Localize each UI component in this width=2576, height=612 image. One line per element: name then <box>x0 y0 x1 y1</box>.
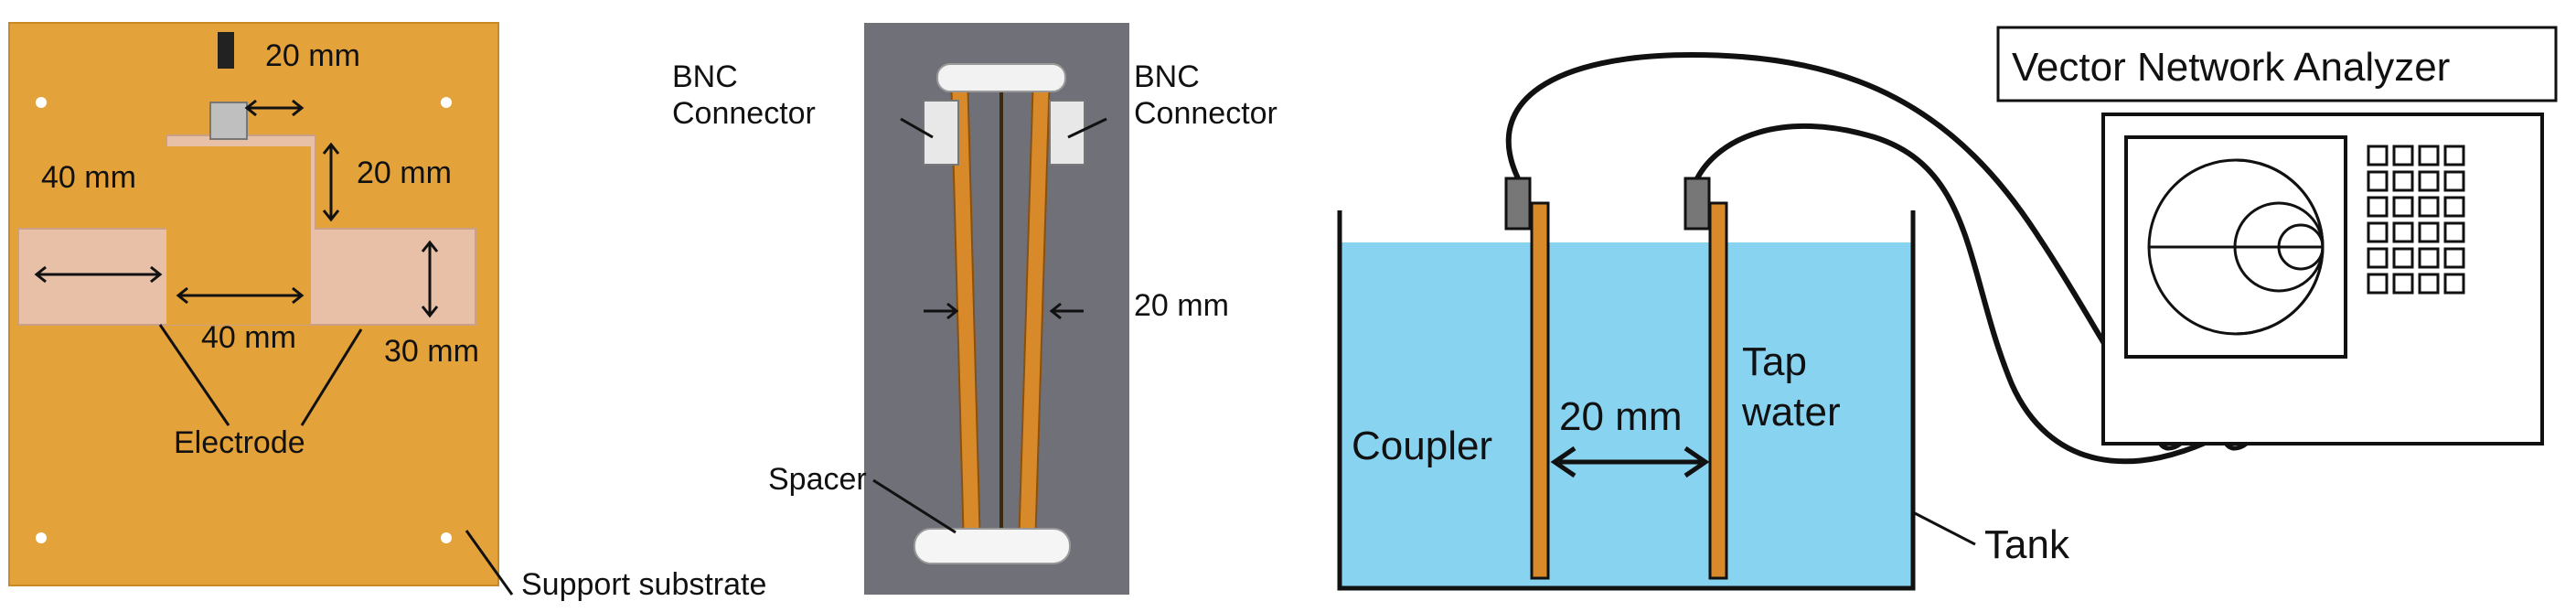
electrode-gap-center <box>166 146 311 325</box>
vna-label: Vector Network Analyzer <box>2012 45 2450 90</box>
tap-water-line2: water <box>1741 390 1841 435</box>
photo-background <box>864 23 1129 595</box>
connector-left <box>1504 177 1532 231</box>
coupler-gap-label: 20 mm <box>1134 288 1229 323</box>
vna-label-box <box>1996 26 2558 102</box>
bnc-left-line1: BNC <box>672 59 738 94</box>
coupler-arrows <box>872 117 1107 534</box>
tap-water-line1: Tap <box>1742 339 1807 384</box>
tank-label: Tank <box>1984 522 2070 567</box>
dim-notch-depth-label: 20 mm <box>357 156 452 190</box>
top-spacer <box>936 63 1066 92</box>
mount-hole <box>441 532 452 543</box>
bottom-spacer <box>914 528 1071 564</box>
bnc-connector-right <box>1049 100 1085 166</box>
panel-measurement-schematic: Vector Network Analyzer Coupler 20 mm Ta… <box>1337 26 2558 591</box>
connector-right <box>1683 177 1711 231</box>
gap-arrow <box>1550 446 1710 478</box>
dimension-arrows <box>34 99 514 596</box>
dim-left-width-label: 40 mm <box>41 160 136 195</box>
mount-hole <box>441 97 452 108</box>
mount-hole <box>36 97 47 108</box>
smith-chart-icon <box>2147 158 2325 336</box>
panel-electrode-photo: 20 mm 20 mm 40 mm 40 mm 30 mm Electrode … <box>8 22 766 602</box>
coupler-electrode-left <box>1530 201 1550 580</box>
dim-height-label: 30 mm <box>384 334 479 369</box>
coupler-label: Coupler <box>1352 424 1492 468</box>
coax-cables <box>1505 51 2233 465</box>
coupler-electrode-right <box>1708 201 1728 580</box>
tap-water <box>1340 242 1913 588</box>
top-connector-stub <box>218 32 234 69</box>
bnc-connector-left <box>923 100 959 166</box>
keypad-icon <box>2367 145 2465 295</box>
tank-leader <box>1912 510 1976 546</box>
dim-center-width-label: 40 mm <box>201 320 296 355</box>
gap-label: 20 mm <box>1559 394 1682 439</box>
spacer-label: Spacer <box>768 462 867 497</box>
bnc-left-line2: Connector <box>672 96 816 131</box>
dim-top-width-label: 20 mm <box>265 38 360 73</box>
bnc-right-line2: Connector <box>1134 96 1277 131</box>
electrode-label: Electrode <box>174 425 305 460</box>
mount-hole <box>36 532 47 543</box>
support-substrate-label: Support substrate <box>521 567 766 602</box>
panel-coupler-photo: BNC Connector BNC Connector 20 mm Spacer <box>672 23 1277 595</box>
bnc-right-line1: BNC <box>1134 59 1200 94</box>
top-connector <box>209 102 248 140</box>
tank-outline <box>1337 210 1916 591</box>
